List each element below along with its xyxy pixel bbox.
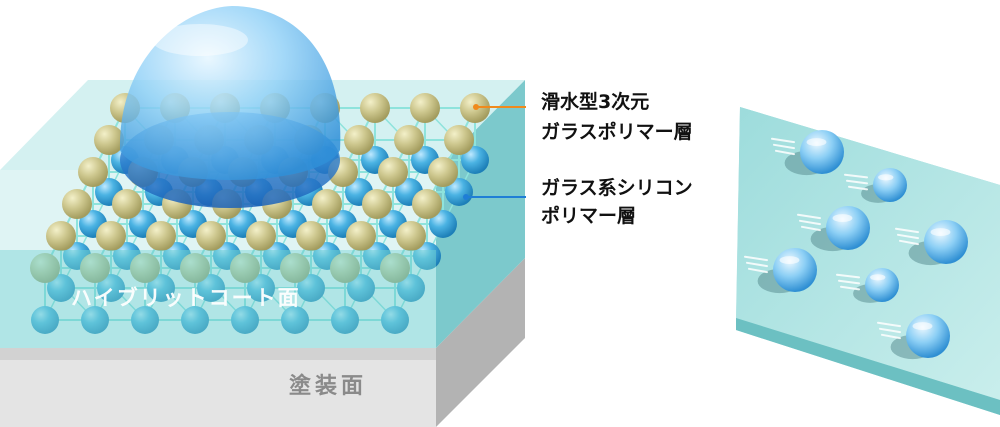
- coating-front: [0, 250, 436, 348]
- atom-olive: [96, 221, 126, 251]
- atom-olive: [362, 189, 392, 219]
- water-bead: [771, 130, 844, 176]
- atom-olive: [410, 93, 440, 123]
- svg-text:滑水型3次元 ガラスポリマー層: 滑水型3次元 ガラスポリマー層: [541, 90, 693, 143]
- atom-olive: [344, 125, 374, 155]
- water-bead: [895, 220, 968, 266]
- atom-blue: [429, 210, 457, 238]
- atom-olive: [444, 125, 474, 155]
- callout-bottom: ガラス系シリコン ポリマー層: [463, 177, 699, 227]
- layer-bottom-line-1: ガラス系シリコン: [541, 177, 693, 199]
- atom-olive: [112, 189, 142, 219]
- svg-text:ガラス系シリコン ポリマー層: ガラス系シリコン ポリマー層: [541, 177, 699, 227]
- water-beads: [744, 130, 968, 360]
- paint-layer: [0, 258, 525, 427]
- atom-olive: [396, 221, 426, 251]
- water-droplet: [119, 6, 341, 208]
- atom-olive: [62, 189, 92, 219]
- water-bead: [877, 314, 950, 360]
- water-bead: [844, 168, 907, 203]
- atom-olive: [346, 221, 376, 251]
- atom-blue: [461, 146, 489, 174]
- layer-top-line-2: ガラスポリマー層: [541, 120, 693, 143]
- atom-olive: [78, 157, 108, 187]
- hybrid-surface-label: ハイブリットコート面: [71, 286, 301, 310]
- atom-olive: [146, 221, 176, 251]
- atom-olive: [312, 189, 342, 219]
- water-bead: [797, 206, 870, 252]
- atom-olive: [94, 125, 124, 155]
- atom-olive: [296, 221, 326, 251]
- callout-top: 滑水型3次元 ガラスポリマー層: [473, 90, 693, 143]
- atom-olive: [360, 93, 390, 123]
- atom-olive: [378, 157, 408, 187]
- atom-olive: [428, 157, 458, 187]
- paint-surface-label: 塗装面: [289, 373, 367, 399]
- layer-top-line-1: 滑水型3次元: [541, 90, 649, 113]
- atom-olive: [394, 125, 424, 155]
- water-bead: [836, 268, 899, 303]
- beading-panel: [736, 107, 1000, 415]
- atom-olive: [46, 221, 76, 251]
- atom-olive: [196, 221, 226, 251]
- atom-olive: [412, 189, 442, 219]
- water-bead: [744, 248, 817, 294]
- layer-bottom-line-2: ポリマー層: [541, 204, 636, 227]
- atom-olive: [246, 221, 276, 251]
